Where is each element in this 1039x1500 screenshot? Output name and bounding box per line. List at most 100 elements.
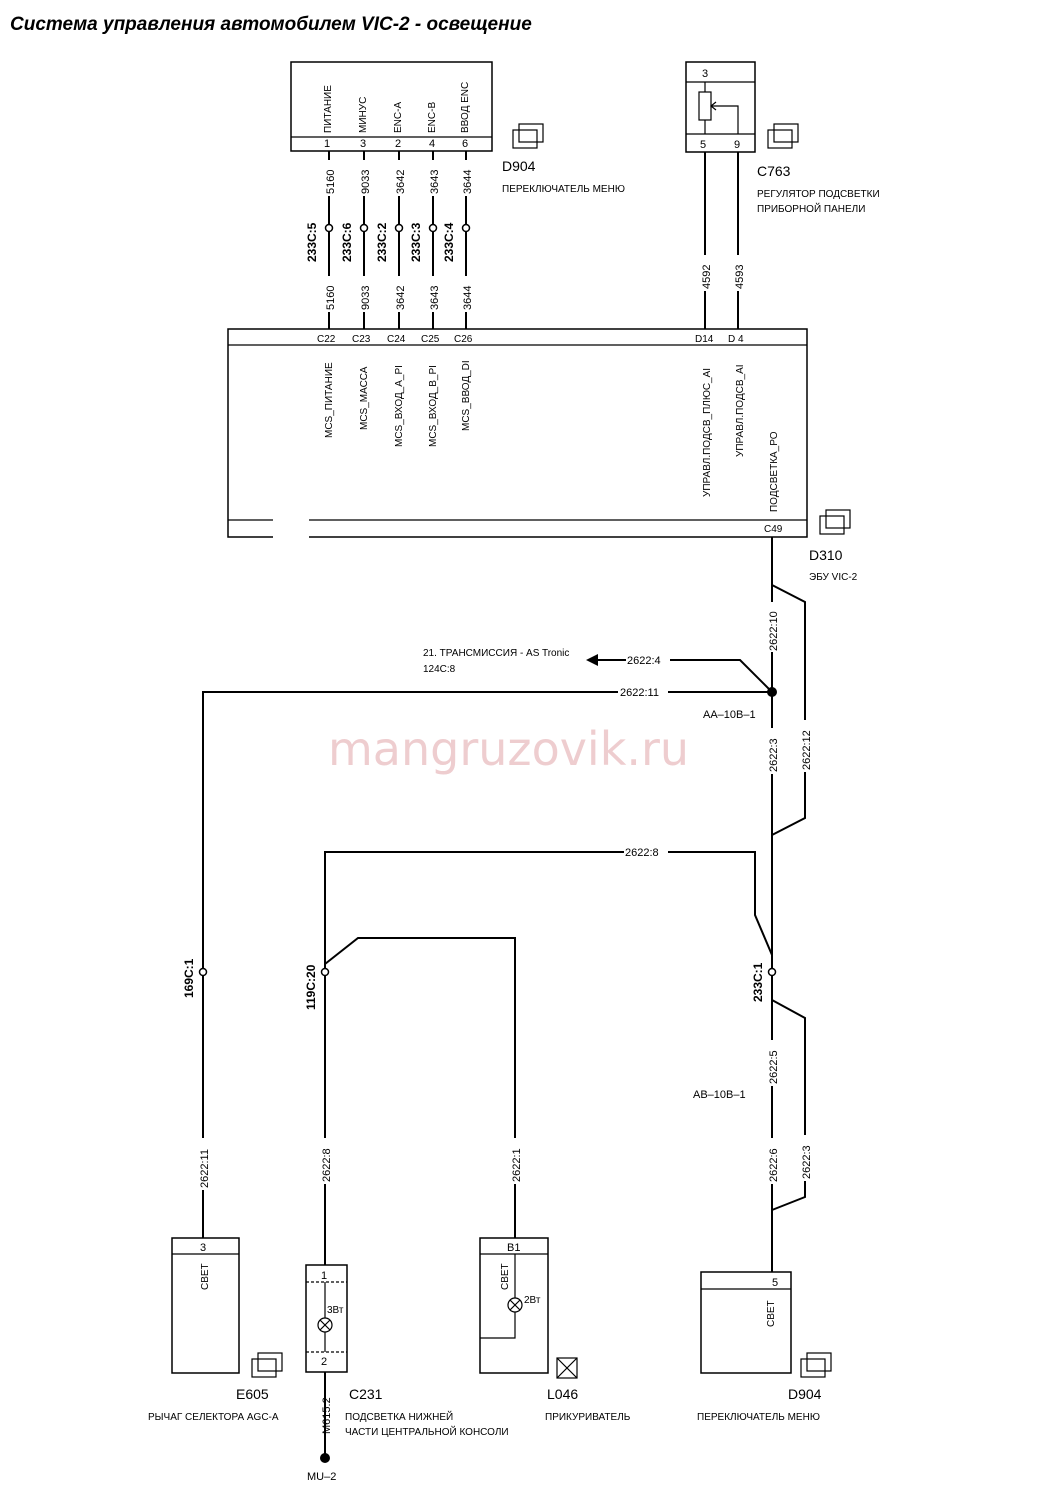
ecu-pin-c24: С24 [387,334,406,345]
main-trunk-wires: 2622:10 2622:12 2622:3 2622:5 2622:6 262… [693,537,813,1272]
wire-9033-top: 9033 [360,170,372,194]
d904-pin3-label: МИНУС [358,97,369,133]
c231-l046-wires: 2622:8 119С:20 2622:8 2622:1 [304,846,773,1265]
d904-pin1-label: ПИТАНИЕ [323,85,334,133]
c763-name-1: РЕГУЛЯТОР ПОДСВЕТКИ [757,189,880,200]
c763-name-2: ПРИБОРНОЙ ПАНЕЛИ [757,202,865,215]
d904-pin6-label: ВВОД ENC [460,82,471,133]
l046-power: 2Вт [524,1295,541,1306]
d904-pin1-num: 1 [324,138,330,150]
d904-bottom-pin-label: СВЕТ [766,1300,777,1327]
d904-to-d310-wires: 5160 9033 3642 3643 3644 233С:5 233С:6 2… [305,151,474,330]
d904-pin4-num: 4 [429,138,435,150]
wire-2622-10: 2622:10 [768,611,780,651]
d904-pin2-num: 2 [395,138,401,150]
crossed-box-icon [556,1357,578,1379]
wire-2622-1: 2622:1 [511,1148,523,1182]
conn-169c1: 169С:1 [182,958,196,998]
wire-2622-3-lower: 2622:3 [801,1145,813,1179]
d904-bottom-pin: 5 [772,1277,778,1289]
ecu-pin-c25: С25 [421,334,440,345]
d904-pin6-num: 6 [462,138,468,150]
d904-bottom-id: D904 [788,1386,822,1402]
ecu-label-mcs-mass: MCS_МАССА [359,366,370,430]
wire-2622-8: 2622:8 [625,847,659,859]
ecu-pin-d4: D 4 [728,334,744,345]
d904-top-id: D904 [502,158,536,174]
wire-2622-12: 2622:12 [801,730,813,770]
d904-top-name: ПЕРЕКЛЮЧАТЕЛЬ МЕНЮ [502,184,625,195]
c231-id: C231 [349,1386,383,1402]
l046-pin-label: СВЕТ [500,1263,511,1290]
c763-id: C763 [757,163,791,179]
ecu-pin-c22: С22 [317,334,336,345]
l046-component: В1 СВЕТ 2Вт L046 ПРИКУРИВАТЕЛЬ [479,1237,631,1423]
e605-wire: 2622:11 169С:1 2622:11 [182,686,772,1238]
wire-2622-6: 2622:6 [768,1148,780,1182]
diagram-title: Система управления автомобилем VIC-2 - о… [10,14,532,35]
conn-233c6: 233С:6 [340,222,354,262]
d904-top-component: ПИТАНИЕ МИНУС ENC-A ENC-B ВВОД ENC 1 3 2… [290,61,625,195]
ecu-pin-c49: С49 [764,524,783,535]
d904-pin4-label: ENC-B [427,102,438,133]
conn-233c3: 233С:3 [409,222,423,262]
e605-component: 3 СВЕТ E605 РЫЧАГ СЕЛЕКТОРА AGC-A [148,1237,283,1423]
d310-box [227,328,808,538]
c231-name-2: ЧАСТИ ЦЕНТРАЛЬНОЙ КОНСОЛИ [345,1425,509,1438]
d310-name: ЭБУ VIC-2 [809,572,858,583]
d904-bottom-component: 5 СВЕТ D904 ПЕРЕКЛЮЧАТЕЛЬ МЕНЮ [697,1271,832,1423]
transmission-ref-line2: 124С:8 [423,664,456,675]
wire-2622-11-lower: 2622:11 [199,1149,211,1188]
document-icon [767,123,799,149]
ground-dot [320,1453,330,1463]
conn-119c20: 119С:20 [304,964,318,1010]
wire-5160-top: 5160 [325,170,337,194]
ecu-pin-c23: С23 [352,334,371,345]
wire-4593: 4593 [734,265,746,289]
wire-9033-bottom: 9033 [360,286,372,310]
wire-2622-3: 2622:3 [768,738,780,772]
d310-ecu-component: С22 С23 С24 С25 С26 D14 D 4 MCS_ПИТАНИЕ … [227,328,858,583]
transmission-ref-wire: 2622:4 21. ТРАНСМИССИЯ - AS Tronic 124С:… [423,648,773,693]
wire-m615-2: M615:2 [321,1397,333,1434]
wire-5160-bottom: 5160 [325,286,337,310]
document-icon [819,509,851,535]
ecu-label-mcs-input-b: MCS_ВХОД_В_PI [428,365,439,447]
c763-pin5: 5 [700,139,706,151]
watermark: mangruzovik.ru [328,722,689,776]
ecu-label-backlight-plus: УПРАВЛ.ПОДСВ_ПЛЮС_AI [702,368,713,497]
ecu-pin-c26: С26 [454,334,473,345]
conn-233c5: 233С:5 [305,222,319,262]
e605-name: РЫЧАГ СЕЛЕКТОРА AGC-A [148,1412,279,1423]
e605-id: E605 [236,1386,269,1402]
wire-2622-5: 2622:5 [768,1050,780,1084]
d904-top-box [290,61,493,152]
ecu-pin-d14: D14 [695,334,714,345]
wire-2622-11: 2622:11 [620,687,659,699]
d904-bottom-name: ПЕРЕКЛЮЧАТЕЛЬ МЕНЮ [697,1412,820,1423]
d310-id: D310 [809,547,843,563]
c231-pin-bottom: 2 [321,1356,327,1368]
c763-component: 3 5 9 C763 РЕГУЛЯТОР ПОДСВЕТКИ ПРИБОРНОЙ… [685,61,880,215]
d904-pin2-label: ENC-A [393,102,404,133]
wire-4592: 4592 [701,265,713,289]
conn-233c1: 233С:1 [751,962,765,1002]
c763-pin9: 9 [734,139,740,151]
l046-pin: В1 [507,1242,520,1254]
l046-id: L046 [547,1386,578,1402]
conn-233c4: 233С:4 [442,222,456,262]
splice-ab-label: АВ–10В–1 [693,1089,746,1101]
document-icon [251,1352,283,1378]
document-icon [512,123,544,149]
splice-aa-label: АА–10В–1 [703,709,756,721]
wire-3642-top: 3642 [395,170,407,194]
conn-233c2: 233С:2 [375,222,389,262]
wire-3644-top: 3644 [462,170,474,194]
c231-power: 3Вт [327,1305,344,1316]
ecu-label-backlight-po: ПОДСВЕТКА_РО [769,431,780,512]
wire-3643-top: 3643 [429,170,441,194]
c763-to-d310-wires: 4592 4593 [698,152,746,330]
d904-pin3-num: 3 [360,138,366,150]
